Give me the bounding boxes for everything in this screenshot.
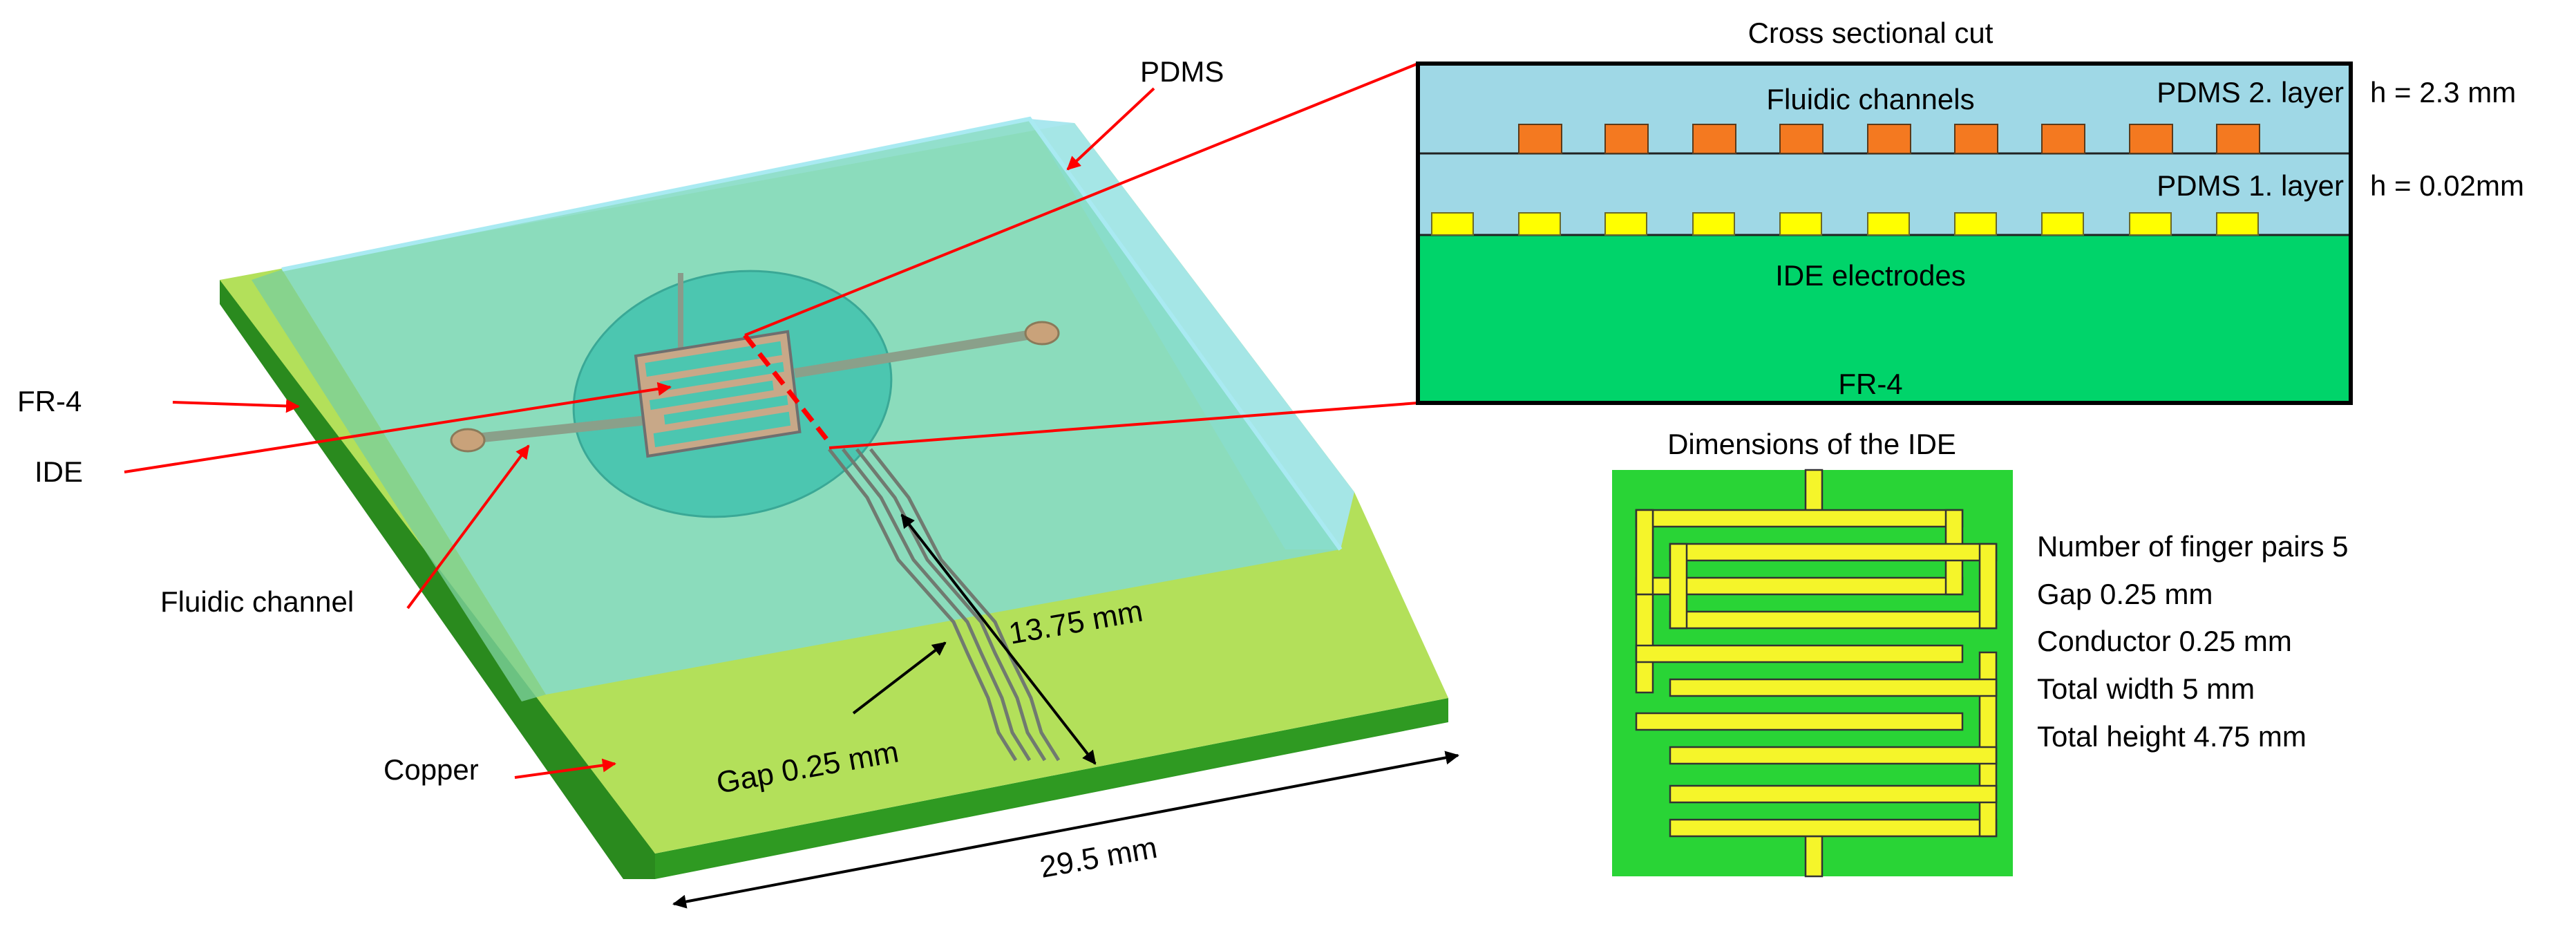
cross-section-title: Cross sectional cut [1748,17,1993,49]
ide-spec-1: Gap 0.25 mm [2037,578,2213,610]
ide-spec-2: Conductor 0.25 mm [2037,625,2292,657]
label-width: 29.5 mm [1037,831,1159,885]
ide-pattern [1635,469,1998,878]
callout-arrows [124,62,1419,779]
ide-spec-4: Total height 4.75 mm [2037,720,2307,753]
ide-dims-title: Dimensions of the IDE [1667,428,1956,460]
pdms-side-face [1030,119,1354,549]
cs-fr4: FR-4 [1838,368,1902,400]
cs-fluidic-channels: Fluidic channels [1766,83,1974,115]
cs-h2: h = 2.3 mm [2370,76,2516,109]
label-ide: IDE [35,455,83,488]
ide-3d [634,330,802,458]
label-fluidic-channel: Fluidic channel [160,585,354,618]
contact-trace-left [469,413,667,444]
cs-pdms2: PDMS 2. layer [2157,76,2344,109]
dimension-arrows [672,513,1459,909]
label-copper: Copper [383,753,479,786]
contact-trace-right [793,328,1041,378]
cs-h1: h = 0.02mm [2370,169,2524,202]
label-pdms: PDMS [1140,55,1224,88]
label-fr4: FR-4 [17,385,82,417]
ide-spec-0: Number of finger pairs 5 [2037,530,2349,563]
fluidic-channel-blocks [1518,124,2260,154]
cs-ide-electrodes: IDE electrodes [1775,259,1965,292]
ide-dimensions: Dimensions of the IDE [1612,428,2349,878]
cs-pdms1: PDMS 1. layer [2157,169,2344,202]
fr4-substrate [1418,235,2351,403]
cross-section: Cross sectional cut [1416,17,2524,405]
ide-spec-3: Total width 5 mm [2037,672,2255,705]
fr4-left-side [220,280,655,879]
ide-electrode-blocks [1431,212,2259,236]
